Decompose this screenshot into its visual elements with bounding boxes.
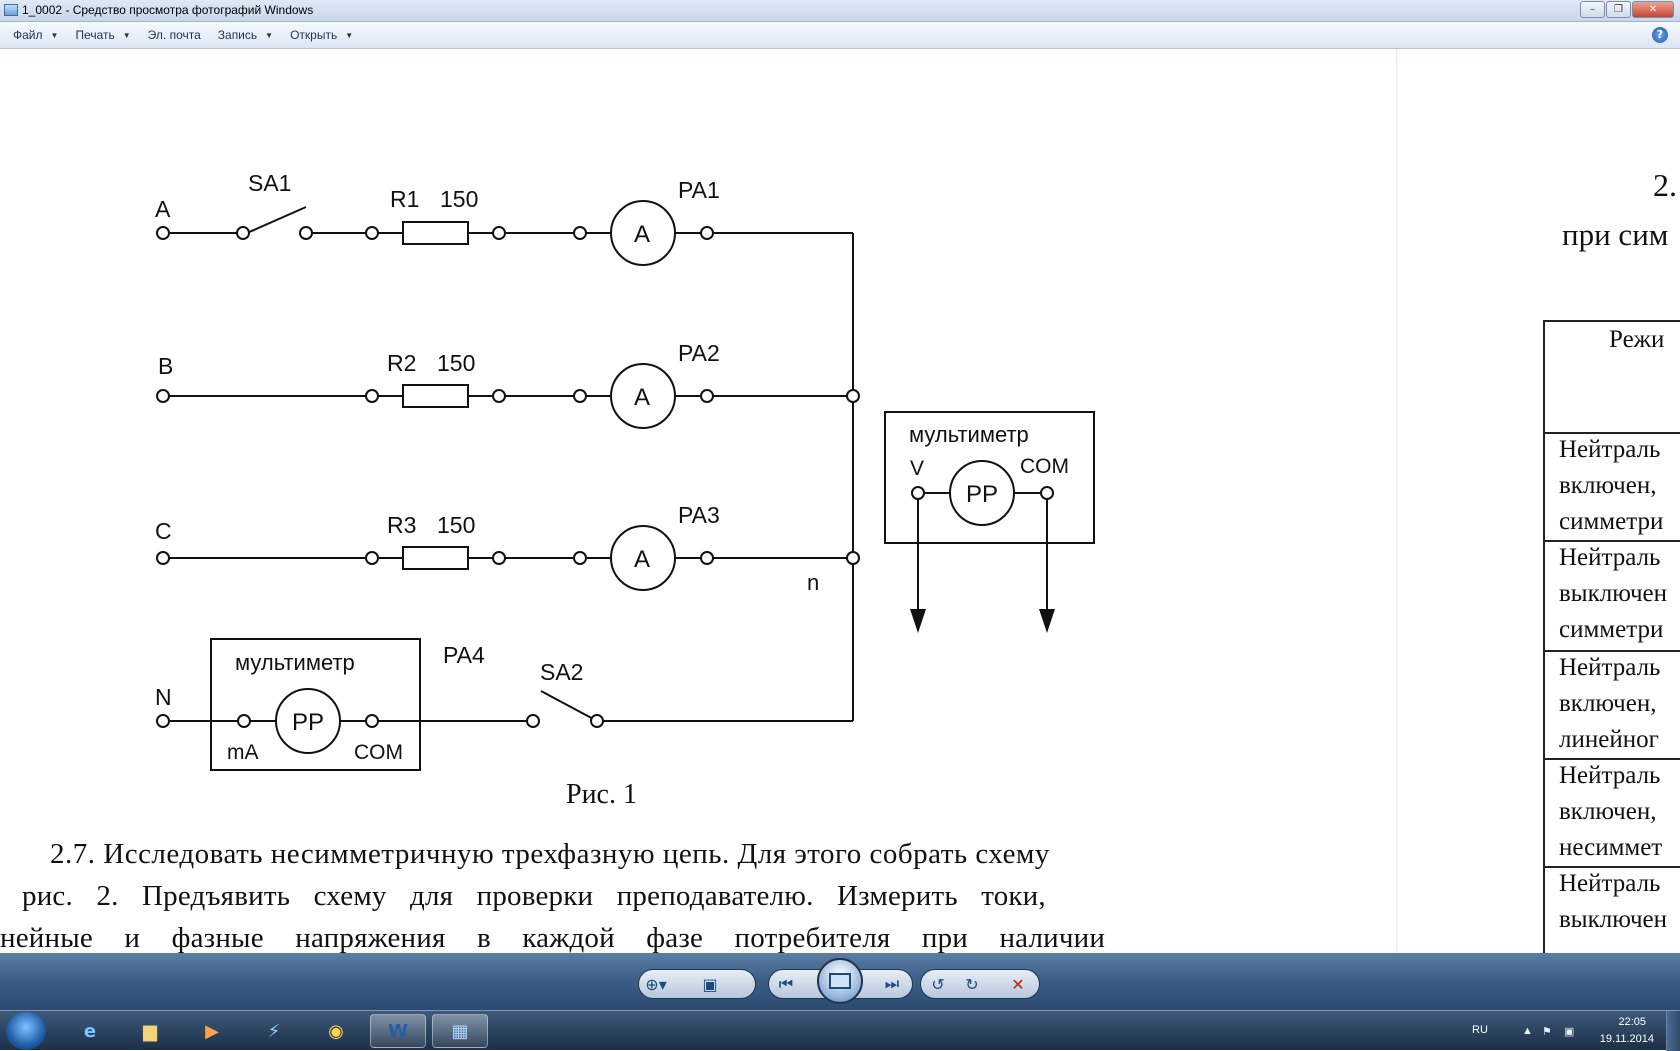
paragraph-line: рис. 2. Предъявить схему для проверки пр…	[22, 880, 1046, 912]
clock-date[interactable]: 19.11.2014	[1599, 1033, 1654, 1045]
word-icon[interactable]: W	[370, 1014, 426, 1048]
menu-burn[interactable]: Запись▼	[217, 28, 274, 42]
internet-explorer-icon[interactable]: e	[83, 1020, 97, 1042]
table-row: Нейтраль выключен симметри	[1545, 540, 1680, 650]
language-indicator[interactable]: RU	[1472, 1024, 1488, 1036]
phase-label-c: C	[155, 518, 172, 544]
flash-app-icon[interactable]: ⚡	[267, 1020, 281, 1042]
ammeter-label-pa1: PA1	[678, 177, 720, 203]
close-window-button[interactable]: ✕	[1632, 1, 1674, 18]
page-divider	[1396, 49, 1398, 953]
figure-caption: Рис. 1	[566, 779, 637, 810]
terminal-label-ma: mA	[227, 741, 259, 764]
actual-size-icon[interactable]: ▣	[702, 974, 718, 994]
rotate-left-icon[interactable]: ↺	[931, 974, 945, 994]
section-number: 2.	[1653, 167, 1677, 203]
network-icon[interactable]: ▣	[1564, 1026, 1575, 1038]
menu-file[interactable]: Файл▼	[13, 28, 59, 42]
taskbar: e ▆ ▶ ⚡ ◉ W ▦ RU ▲ ⚑ ▣ 22:05 19.11.2014	[0, 1010, 1680, 1051]
explorer-folder-icon[interactable]: ▆	[143, 1020, 157, 1042]
photo-view[interactable]: A B C N SA1 R1 150 R2 150 R3 150 PA1 PA2…	[0, 49, 1680, 953]
start-button[interactable]	[6, 1012, 46, 1050]
phase-label-b: B	[158, 353, 173, 379]
meter-symbol: PP	[292, 709, 324, 736]
menu-print[interactable]: Печать▼	[75, 28, 131, 42]
meter-label-pa4: PA4	[443, 642, 485, 668]
paragraph-line: 2.7. Исследовать несимметричную трехфазн…	[50, 838, 1050, 870]
next-icon[interactable]: ⏭	[884, 974, 900, 993]
phase-label-a: A	[155, 196, 171, 222]
slideshow-icon	[829, 973, 851, 989]
chevron-down-icon: ▼	[345, 30, 354, 40]
terminal-label-v: V	[910, 457, 924, 480]
viewer-toolbar: ⊕▾ ▣ ⏮ ⏭ ↺ ↻ ✕	[0, 953, 1680, 1010]
switch-label-sa2: SA2	[540, 659, 583, 685]
delete-icon[interactable]: ✕	[1011, 974, 1025, 994]
paragraph-line: нейные и фазные напряжения в каждой фазе…	[0, 922, 1106, 953]
chevron-down-icon: ▼	[265, 30, 274, 40]
rotate-right-icon[interactable]: ↻	[965, 974, 979, 994]
zoom-icon[interactable]: ⊕▾	[645, 974, 667, 994]
results-table: Режи Нейтраль включен, симметри Нейтраль…	[1543, 320, 1680, 953]
table-header: Режи	[1609, 326, 1665, 353]
circuit-diagram: A B C N SA1 R1 150 R2 150 R3 150 PA1 PA2…	[155, 170, 1095, 771]
show-hidden-icons-icon[interactable]: ▲	[1522, 1025, 1533, 1037]
rotate-delete-group: ↺ ↻ ✕	[920, 969, 1040, 999]
help-icon[interactable]: ?	[1652, 27, 1668, 43]
ammeter-symbol: A	[634, 384, 650, 411]
meter-symbol: PP	[966, 481, 998, 508]
media-player-icon[interactable]: ▶	[205, 1020, 219, 1042]
chevron-down-icon: ▼	[50, 30, 59, 40]
ammeter-label-pa3: PA3	[678, 502, 720, 528]
menu-open[interactable]: Открыть▼	[290, 28, 354, 42]
terminal-label-com: COM	[354, 741, 403, 764]
menu-email[interactable]: Эл. почта	[147, 28, 201, 42]
terminal-label-com: COM	[1020, 455, 1069, 478]
resistor-label-r1: R1	[390, 186, 419, 212]
node-label-n: n	[807, 570, 819, 595]
action-center-flag-icon[interactable]: ⚑	[1542, 1026, 1552, 1038]
photo-viewer-taskbar-icon[interactable]: ▦	[432, 1014, 488, 1048]
resistor-value-r2: 150	[437, 350, 475, 376]
zoom-group: ⊕▾ ▣	[638, 969, 756, 999]
resistor-value-r3: 150	[437, 512, 475, 538]
maximize-button[interactable]: ❐	[1606, 1, 1631, 18]
show-desktop-button[interactable]	[1666, 1011, 1680, 1051]
resistor-label-r3: R3	[387, 512, 416, 538]
title-bar: 1_0002 - Средство просмотра фотографий W…	[0, 0, 1680, 22]
resistor-label-r2: R2	[387, 350, 416, 376]
ammeter-label-pa2: PA2	[678, 340, 720, 366]
table-row: Нейтраль выключен	[1545, 866, 1680, 953]
window-title: 1_0002 - Средство просмотра фотографий W…	[22, 3, 314, 17]
table-row: Нейтраль включен, несиммет	[1545, 758, 1680, 868]
ammeter-symbol: A	[634, 221, 650, 248]
minimize-button[interactable]: –	[1580, 1, 1605, 18]
chrome-icon[interactable]: ◉	[328, 1020, 344, 1042]
clock-time[interactable]: 22:05	[1618, 1016, 1646, 1028]
multimeter-label: мультиметр	[235, 650, 355, 675]
ammeter-symbol: A	[634, 546, 650, 573]
chevron-down-icon: ▼	[122, 30, 131, 40]
phase-label-n: N	[155, 684, 172, 710]
slideshow-button[interactable]	[817, 958, 863, 1004]
switch-label-sa1: SA1	[248, 170, 291, 196]
photo-viewer-icon	[4, 4, 18, 16]
resistor-value-r1: 150	[440, 186, 478, 212]
section-heading: при сим	[1562, 217, 1669, 252]
system-tray: RU ▲ ⚑ ▣ 22:05 19.11.2014	[1470, 1011, 1680, 1051]
table-row: Нейтраль включен, симметри	[1545, 432, 1680, 542]
window-controls: – ❐ ✕	[1580, 1, 1674, 18]
previous-icon[interactable]: ⏮	[778, 974, 794, 993]
multimeter-label: мультиметр	[909, 422, 1029, 447]
table-row: Нейтраль включен, линейног	[1545, 650, 1680, 760]
menu-bar: Файл▼ Печать▼ Эл. почта Запись▼ Открыть▼	[0, 22, 1680, 49]
